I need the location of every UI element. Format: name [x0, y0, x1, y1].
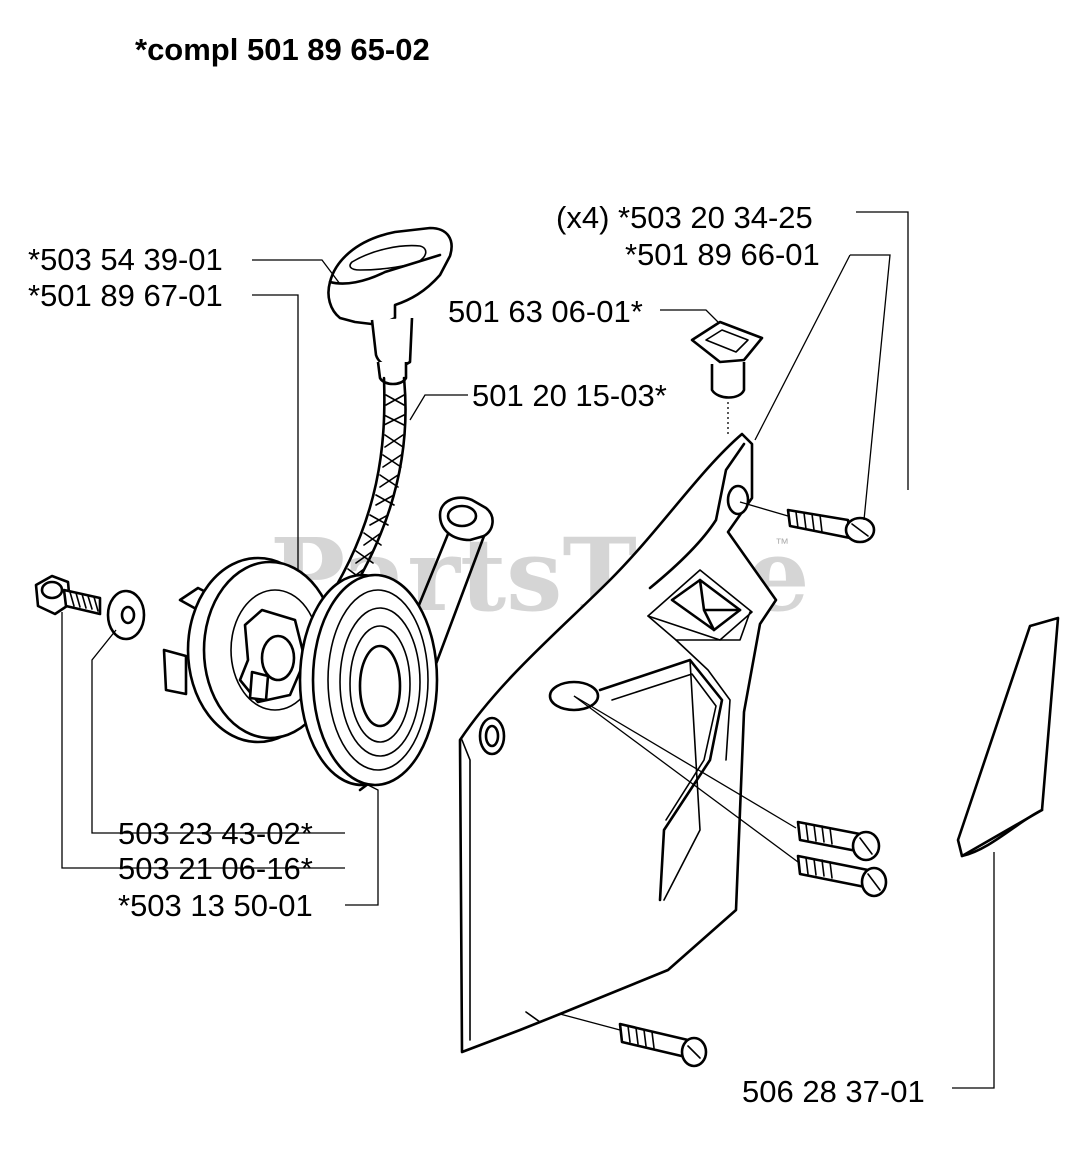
cover-screw-middle-drawing — [796, 820, 881, 862]
cover-screw-top-drawing — [786, 508, 876, 544]
label-cover: *501 89 66-01 — [625, 237, 820, 272]
starter-cover-drawing — [458, 432, 778, 1054]
starter-bolt-drawing — [34, 574, 102, 616]
assembly-title: *compl 501 89 65-02 — [135, 32, 430, 67]
leader-lines — [61, 211, 995, 1089]
label-washer: 503 23 43-02* — [118, 816, 313, 851]
label-screw-set: (x4) *503 20 34-25 — [556, 200, 813, 235]
label-plug: 501 63 06-01* — [448, 294, 643, 329]
washer-drawing — [106, 589, 146, 641]
plug-drawing — [690, 320, 764, 436]
decal-drawing — [956, 616, 1060, 858]
return-spring-drawing — [298, 573, 439, 787]
label-spring: *503 13 50-01 — [118, 888, 313, 923]
cover-screw-bottom-drawing — [618, 1022, 708, 1068]
starter-handle-drawing — [327, 226, 453, 386]
label-rope: 501 20 15-03* — [472, 378, 667, 413]
label-decal: 506 28 37-01 — [742, 1074, 925, 1109]
label-pulley: *501 89 67-01 — [28, 278, 223, 313]
label-handle: *503 54 39-01 — [28, 242, 223, 277]
cover-screw-lower-drawing — [796, 854, 888, 898]
label-bolt: 503 21 06-16* — [118, 851, 313, 886]
watermark-trademark: ™ — [775, 535, 789, 551]
